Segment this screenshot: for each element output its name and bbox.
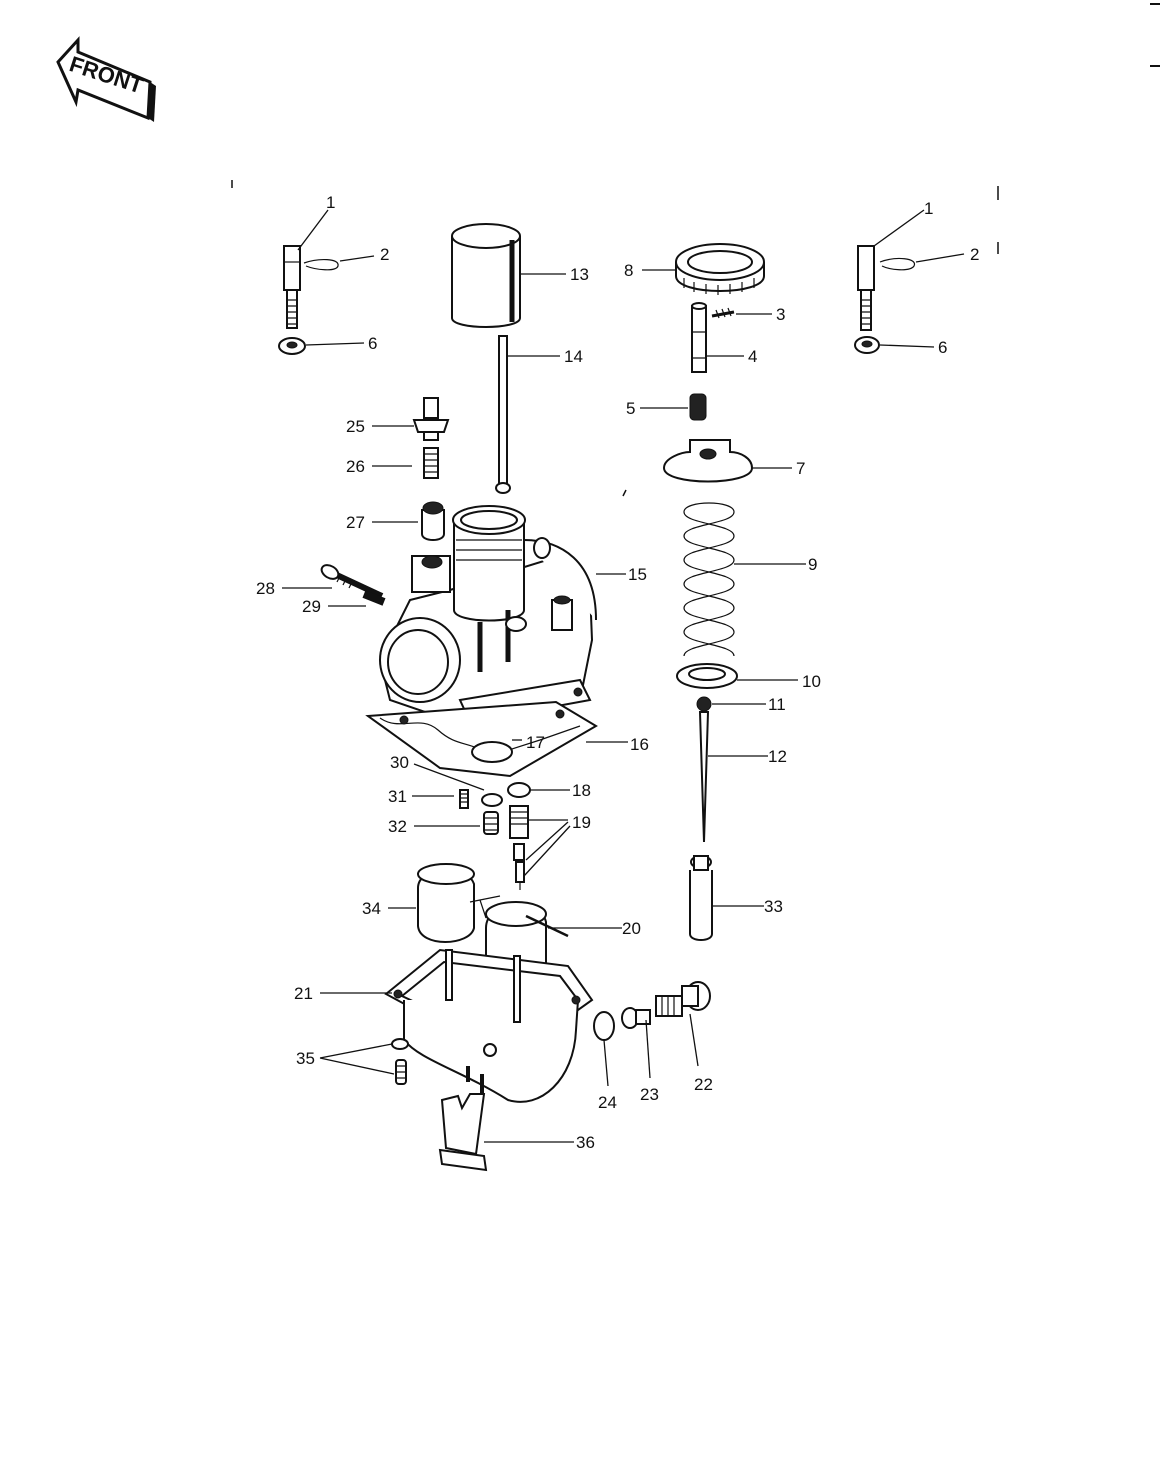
callout-3: 3 [776, 305, 785, 324]
part-pilot-jet [459, 789, 469, 809]
callout-9: 9 [808, 555, 817, 574]
callout-22: 22 [694, 1075, 713, 1094]
part-overflow-fitting [438, 1093, 488, 1172]
callout-24: 24 [598, 1093, 617, 1112]
part-spring-seat-plate [676, 663, 738, 689]
callout-16: 16 [630, 735, 649, 754]
front-arrow-badge: FRONT [56, 36, 156, 122]
part-top-cap-ring [675, 243, 765, 295]
part-carburetor-body [378, 505, 597, 726]
callout-26: 26 [346, 457, 365, 476]
callout-6-right: 6 [938, 338, 947, 357]
part-needle-jet [689, 855, 713, 941]
scan-edge-marks [231, 3, 1160, 497]
callout-4: 4 [748, 347, 757, 366]
callout-36: 36 [576, 1133, 595, 1152]
part-clip-left [303, 259, 339, 271]
part-float-left [417, 863, 475, 943]
callout-1-right: 1 [924, 199, 933, 218]
part-return-spring [683, 502, 735, 657]
part-adjuster-sleeve [421, 501, 445, 541]
part-float-pin [525, 914, 569, 938]
part-throttle-slide [451, 223, 521, 328]
callout-31: 31 [388, 787, 407, 806]
callout-18: 18 [572, 781, 591, 800]
callout-15: 15 [628, 565, 647, 584]
part-mixing-chamber-cap [662, 439, 754, 483]
callout-7: 7 [796, 459, 805, 478]
callout-20: 20 [622, 919, 641, 938]
part-screw-small [711, 307, 735, 319]
part-needle-holder [691, 302, 707, 373]
part-needle-valve-assembly [509, 805, 529, 890]
callout-5: 5 [626, 399, 635, 418]
part-main-jet-32 [483, 811, 499, 835]
callout-8: 8 [624, 261, 633, 280]
part-cable-adjuster-right [857, 245, 875, 331]
callout-23: 23 [640, 1085, 659, 1104]
callout-25: 25 [346, 417, 365, 436]
part-washer-30 [481, 793, 503, 807]
callout-14: 14 [564, 347, 583, 366]
part-washer-18 [507, 782, 531, 798]
part-idle-screw [320, 564, 384, 599]
part-jet-needle [698, 711, 710, 843]
callout-21: 21 [294, 984, 313, 1003]
part-nut-right [854, 336, 880, 354]
callout-29: 29 [302, 597, 321, 616]
part-needle-clip [696, 696, 712, 712]
part-nut-left [278, 337, 306, 355]
callout-11: 11 [768, 695, 786, 714]
callout-32: 32 [388, 817, 407, 836]
callout-12: 12 [768, 747, 787, 766]
part-drain-washer [593, 1011, 615, 1041]
part-needle-spring-small [689, 393, 707, 421]
part-idle-spring [362, 590, 386, 606]
callout-28: 28 [256, 579, 275, 598]
callout-labels: 1 2 6 1 2 6 3 4 5 7 8 9 10 11 12 13 14 1… [256, 193, 979, 1152]
part-clip-right [879, 257, 915, 271]
part-float-bowl [384, 948, 594, 1103]
callout-13: 13 [570, 265, 589, 284]
callout-6-left: 6 [368, 334, 377, 353]
callout-19: 19 [572, 813, 591, 832]
part-bowl-screw-top [391, 1038, 409, 1050]
callout-2-right: 2 [970, 245, 979, 264]
callout-34: 34 [362, 899, 381, 918]
callout-30: 30 [390, 753, 409, 772]
callout-27: 27 [346, 513, 365, 532]
callout-17: 17 [526, 733, 545, 752]
callout-2-left: 2 [380, 245, 389, 264]
callout-10: 10 [802, 672, 821, 691]
part-slide-rod [495, 335, 511, 494]
part-bowl-screw-bottom [395, 1059, 407, 1085]
part-drain-plug [655, 981, 711, 1017]
leader-lines [282, 209, 965, 1143]
part-cable-adjuster-left [283, 245, 301, 329]
callout-33: 33 [764, 897, 783, 916]
part-pilot-spring [423, 447, 439, 479]
part-throttle-stop-nut [412, 397, 450, 441]
callout-35: 35 [296, 1049, 315, 1068]
part-o-ring [471, 741, 513, 763]
callout-1-left: 1 [326, 193, 335, 212]
